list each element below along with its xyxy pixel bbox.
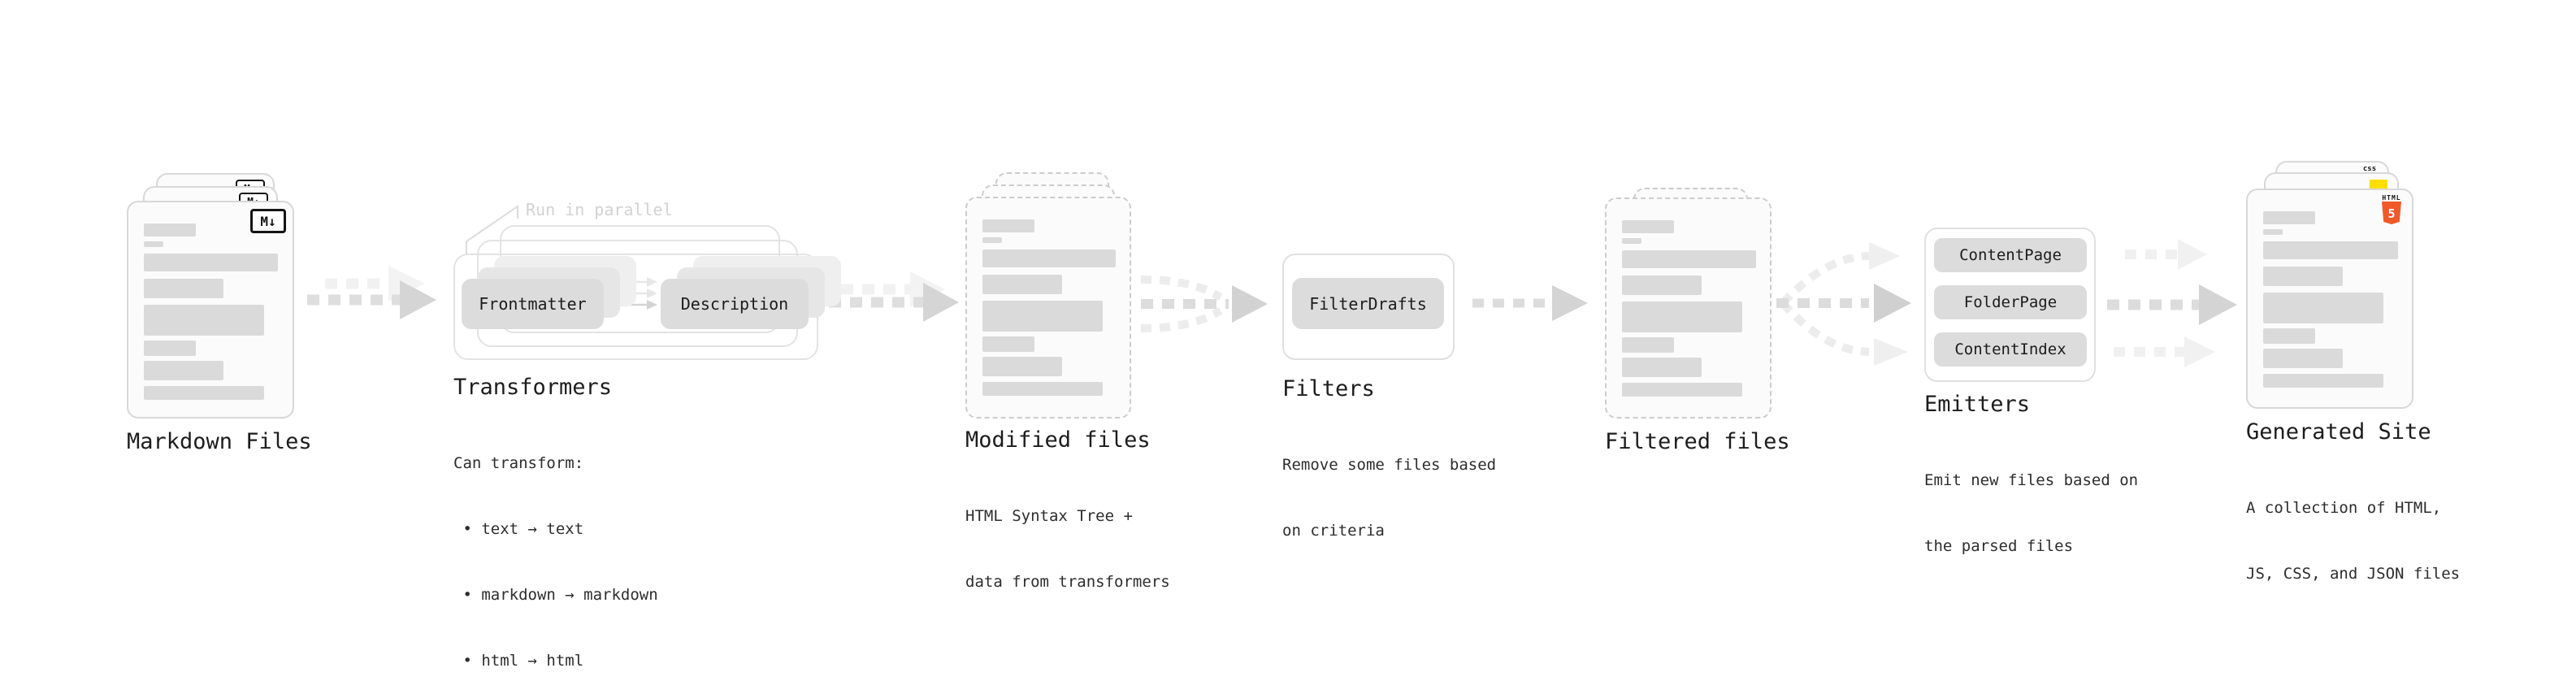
note-line: • html → html — [453, 652, 584, 670]
text-line-placeholder — [2263, 349, 2343, 368]
text-line-placeholder — [144, 254, 278, 271]
html5-icon-text: HTML — [2382, 194, 2401, 202]
label-emitters: Emitters — [1924, 392, 2031, 417]
note-line: Can transform: — [453, 454, 584, 472]
frontmatter-transformer: Frontmatter — [462, 279, 604, 329]
contentpage-emitter: ContentPage — [1934, 238, 2087, 272]
contentindex-emitter: ContentIndex — [1934, 332, 2087, 367]
text-line-placeholder — [982, 275, 1062, 294]
text-line-placeholder — [144, 305, 264, 336]
text-line-placeholder — [2263, 229, 2283, 235]
text-line-placeholder — [144, 241, 163, 247]
text-line-placeholder — [1622, 275, 1702, 295]
text-line-placeholder — [1622, 250, 1756, 268]
note-line: • text → text — [453, 520, 584, 538]
html5-icon: HTML 5 — [2379, 194, 2404, 228]
note-line: Emit new files based on — [1924, 471, 2139, 489]
text-line-placeholder — [1622, 383, 1742, 397]
label-modified-files: Modified files — [965, 427, 1151, 453]
label-generated-site: Generated Site — [2246, 419, 2431, 445]
text-line-placeholder — [144, 340, 196, 356]
text-line-placeholder — [982, 336, 1034, 352]
text-line-placeholder — [2263, 241, 2398, 259]
filterdrafts-label: FilterDrafts — [1309, 293, 1427, 314]
emitters-note: Emit new files based on the parsed files — [1924, 426, 2138, 601]
javascript-icon — [2370, 180, 2387, 191]
text-line-placeholder — [144, 361, 223, 380]
folderpage-label: FolderPage — [1963, 293, 2058, 311]
text-line-placeholder — [2263, 328, 2315, 344]
note-line: on criteria — [1282, 522, 1385, 540]
svg-text:5: 5 — [2387, 206, 2395, 221]
markdown-icon-text: M↓ — [260, 213, 276, 229]
text-line-placeholder — [2263, 211, 2315, 224]
text-line-placeholder — [144, 386, 264, 400]
label-filtered-files: Filtered files — [1605, 429, 1790, 454]
folderpage-emitter: FolderPage — [1934, 285, 2087, 319]
css-icon-text: css — [2362, 165, 2377, 173]
note-line: • markdown → markdown — [453, 586, 658, 604]
note-line: Remove some files based — [1282, 456, 1497, 474]
generated-site-note: A collection of HTML, JS, CSS, and JSON … — [2246, 453, 2460, 629]
label-transformers: Transformers — [453, 375, 613, 400]
modified-file-front — [965, 197, 1131, 419]
markdown-file-front: M↓ — [127, 201, 294, 419]
filters-note: Remove some files based on criteria — [1282, 410, 1496, 586]
description-label: Description — [680, 294, 789, 314]
text-line-placeholder — [2263, 374, 2383, 388]
note-line: JS, CSS, and JSON files — [2246, 565, 2461, 583]
text-line-placeholder — [982, 237, 1002, 243]
label-filters: Filters — [1282, 376, 1375, 401]
text-line-placeholder — [982, 382, 1103, 396]
contentpage-label: ContentPage — [1959, 246, 2062, 264]
note-line: A collection of HTML, — [2246, 499, 2442, 517]
text-line-placeholder — [1622, 337, 1674, 353]
note-line: data from transformers — [965, 573, 1170, 591]
note-line: HTML Syntax Tree + — [965, 507, 1133, 525]
text-line-placeholder — [1622, 358, 1702, 377]
text-line-placeholder — [982, 249, 1116, 267]
generated-html-file: HTML 5 — [2246, 189, 2413, 409]
text-line-placeholder — [1622, 301, 1742, 332]
run-in-parallel-annotation: Run in parallel — [526, 200, 673, 219]
label-markdown-files: Markdown Files — [127, 429, 312, 454]
text-line-placeholder — [144, 279, 223, 298]
text-line-placeholder — [144, 223, 196, 236]
text-line-placeholder — [2263, 293, 2383, 323]
text-line-placeholder — [1622, 220, 1674, 233]
text-line-placeholder — [2263, 267, 2343, 286]
filterdrafts-filter: FilterDrafts — [1292, 278, 1444, 329]
transformers-note: Can transform: • text → text • markdown … — [453, 409, 658, 681]
modified-files-note: HTML Syntax Tree + data from transformer… — [965, 462, 1170, 637]
contentindex-label: ContentIndex — [1954, 340, 2066, 358]
filtered-file-front — [1605, 197, 1772, 419]
description-transformer: Description — [661, 279, 809, 329]
note-line: the parsed files — [1924, 537, 2074, 555]
text-line-placeholder — [982, 357, 1062, 376]
frontmatter-label: Frontmatter — [479, 294, 587, 314]
html5-shield: 5 — [2382, 202, 2401, 224]
text-line-placeholder — [982, 301, 1103, 332]
text-line-placeholder — [1622, 238, 1641, 244]
text-line-placeholder — [982, 219, 1034, 232]
markdown-icon: M↓ — [250, 209, 286, 233]
